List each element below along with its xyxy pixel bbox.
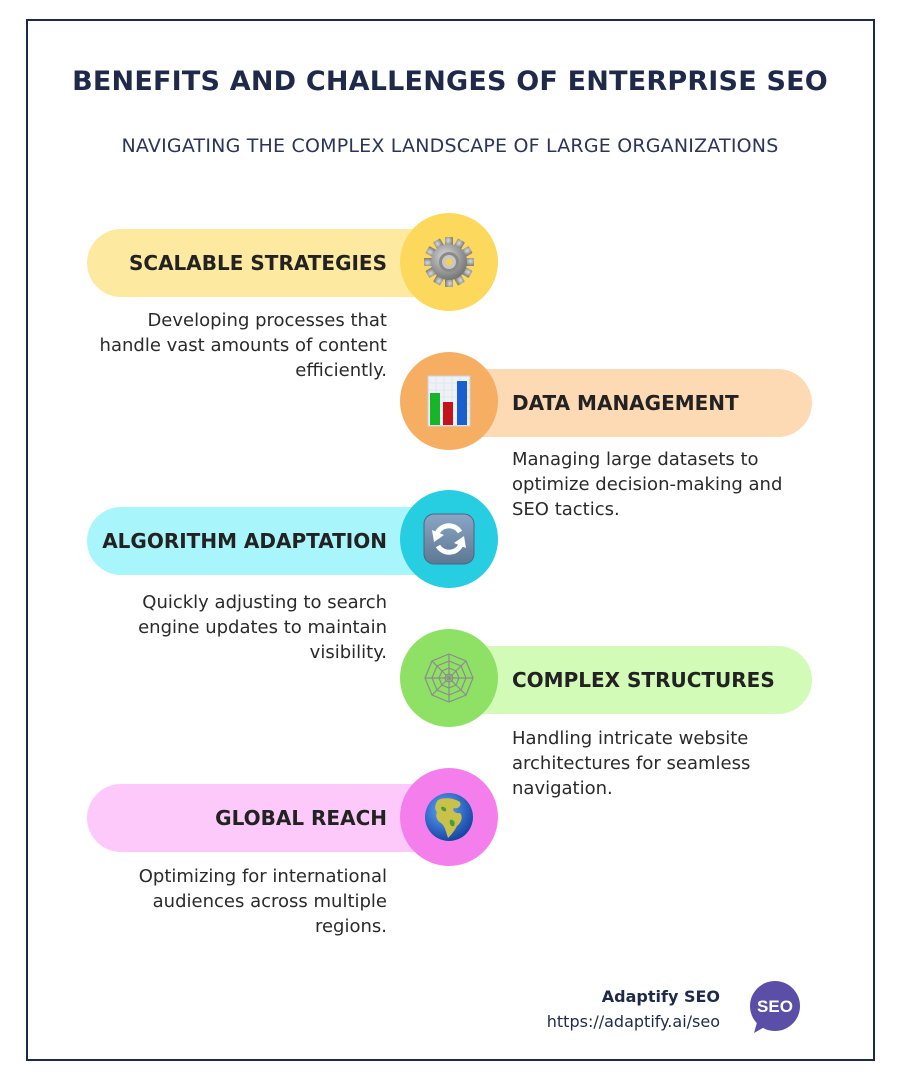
item-circle-global-reach [400, 768, 498, 866]
globe-icon [425, 793, 473, 841]
item-pill-global-reach: GLOBAL REACH [87, 784, 447, 852]
footer-brand: Adaptify SEO [601, 987, 720, 1006]
item-description: Managing large datasets to optimize deci… [512, 449, 783, 520]
item-description: Optimizing for international audiences a… [138, 866, 387, 937]
item-pill-complex-structures: COMPLEX STRUCTURES [450, 646, 812, 714]
item-label: COMPLEX STRUCTURES [512, 668, 775, 692]
item-circle-scalable-strategies [400, 213, 498, 311]
page-subtitle: NAVIGATING THE COMPLEX LANDSCAPE OF LARG… [121, 135, 779, 157]
item-label: DATA MANAGEMENT [512, 391, 739, 415]
gear-icon [424, 237, 474, 287]
item-description: Quickly adjusting to search engine updat… [138, 592, 387, 663]
item-description: Developing processes that handle vast am… [99, 310, 387, 381]
seo-badge-text: SEO [757, 997, 793, 1016]
item-circle-algorithm-adaptation [400, 490, 498, 588]
item-label: SCALABLE STRATEGIES [129, 251, 387, 275]
spider-web-icon [424, 653, 474, 703]
item-pill-data-management: DATA MANAGEMENT [450, 369, 812, 437]
bar-chart-icon [427, 375, 471, 427]
infographic-frame [26, 19, 875, 1061]
item-label: GLOBAL REACH [215, 806, 387, 830]
item-description: Handling intricate website architectures… [512, 728, 751, 799]
page-title: BENEFITS AND CHALLENGES OF ENTERPRISE SE… [72, 66, 828, 97]
item-circle-complex-structures [400, 629, 498, 727]
item-circle-data-management [400, 352, 498, 450]
item-pill-algorithm-adaptation: ALGORITHM ADAPTATION [87, 507, 447, 575]
item-pill-scalable-strategies: SCALABLE STRATEGIES [87, 229, 447, 297]
footer-url[interactable]: https://adaptify.ai/seo [546, 1012, 720, 1031]
seo-speech-bubble-icon: SEO [750, 981, 800, 1033]
refresh-icon [423, 513, 475, 565]
item-label: ALGORITHM ADAPTATION [102, 529, 387, 553]
